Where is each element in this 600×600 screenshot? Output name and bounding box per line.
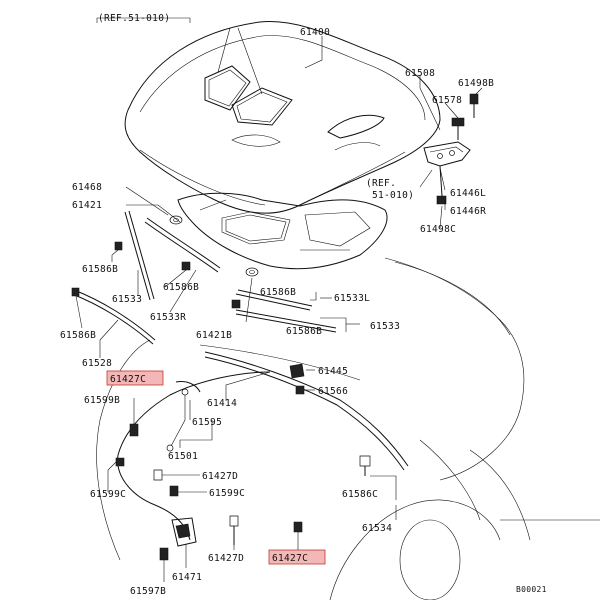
seal-strip-61533r[interactable] xyxy=(144,217,221,273)
label-61533l: 61533L xyxy=(334,293,370,304)
hinge-bolt-61498b[interactable] xyxy=(469,93,479,118)
hood-bumper-61421b[interactable] xyxy=(245,267,259,277)
label-61566: 61566 xyxy=(318,386,348,397)
hinge-bolt-61578[interactable] xyxy=(451,117,465,140)
label-61508: 61508 xyxy=(405,68,435,79)
label-61595: 61595 xyxy=(192,417,222,428)
hood-seal-61414[interactable] xyxy=(204,351,409,471)
label-diagram-id: B00021 xyxy=(516,585,547,594)
label-ref-51-010-right-b: 51-010) xyxy=(372,190,414,201)
label-61533r: 61533R xyxy=(150,312,186,323)
label-61533: 61533 xyxy=(112,294,142,305)
seal-strip-61533l[interactable] xyxy=(235,289,313,311)
label-61534: 61534 xyxy=(362,523,392,534)
fastener-61445[interactable] xyxy=(289,363,305,379)
label-61427d-upper: 61427D xyxy=(202,471,238,482)
label-61414: 61414 xyxy=(207,398,237,409)
highlight-61427c-upper xyxy=(106,370,164,386)
label-61533-front: 61533 xyxy=(370,321,400,332)
label-ref-51-010-top: (REF.51-010) xyxy=(98,13,170,24)
hood-hinge[interactable] xyxy=(423,141,471,205)
cable-clip-61427c[interactable] xyxy=(129,423,139,437)
label-61528: 61528 xyxy=(82,358,112,369)
hood-panel[interactable] xyxy=(124,21,441,214)
label-61599b: 61599B xyxy=(84,395,120,406)
label-61446r: 61446R xyxy=(450,206,486,217)
fastener-61586c[interactable] xyxy=(359,455,371,476)
label-61586b-e: 61586B xyxy=(286,326,322,337)
label-61400: 61400 xyxy=(300,27,330,38)
label-61498b: 61498B xyxy=(458,78,494,89)
label-61578: 61578 xyxy=(432,95,462,106)
label-61599c-left: 61599C xyxy=(90,489,126,500)
fastener-61427c-lower[interactable] xyxy=(293,521,303,533)
hood-release-cable[interactable] xyxy=(117,371,271,541)
label-61427c-upper: 61427C xyxy=(110,374,146,385)
leader-lines xyxy=(75,17,483,582)
label-61471: 61471 xyxy=(172,572,202,583)
cable-clip-61427d[interactable] xyxy=(153,469,163,481)
label-61445: 61445 xyxy=(318,366,348,377)
label-61586b-d: 61586B xyxy=(260,287,296,298)
cable-clip-61597b[interactable] xyxy=(159,547,169,561)
label-61427c-lower: 61427C xyxy=(272,553,308,564)
fastener-61427d-lower[interactable] xyxy=(229,515,239,545)
label-61599c-right: 61599C xyxy=(209,488,245,499)
release-latch-61501[interactable] xyxy=(175,381,201,393)
seal-strip-61533[interactable] xyxy=(124,210,155,301)
label-61427d-lower: 61427D xyxy=(208,553,244,564)
label-61421: 61421 xyxy=(72,200,102,211)
label-61586b-c: 61586B xyxy=(60,330,96,341)
label-61446l: 61446L xyxy=(450,188,486,199)
label-ref-51-010-right-a: (REF. xyxy=(366,178,396,189)
label-61468: 61468 xyxy=(72,182,102,193)
highlight-61427c-lower xyxy=(268,549,326,565)
label-61586b-a: 61586B xyxy=(82,264,118,275)
fastener-61566[interactable] xyxy=(295,385,305,395)
label-61501: 61501 xyxy=(168,451,198,462)
label-61421b: 61421B xyxy=(196,330,232,341)
release-handle-61471[interactable] xyxy=(171,517,197,547)
cable-clip-61599c[interactable] xyxy=(115,457,179,497)
label-61597b: 61597B xyxy=(130,586,166,597)
seal-strip-61533-front[interactable] xyxy=(235,309,337,333)
clip-61586b[interactable] xyxy=(71,241,241,309)
seal-strip-61528[interactable] xyxy=(71,289,156,345)
label-61586b-b: 61586B xyxy=(163,282,199,293)
hood-inner-frame[interactable] xyxy=(177,192,388,270)
vehicle-body-outline xyxy=(96,257,600,600)
label-61586c: 61586C xyxy=(342,489,378,500)
hood-bumper-61468[interactable] xyxy=(169,215,183,225)
label-61498c: 61498C xyxy=(420,224,456,235)
